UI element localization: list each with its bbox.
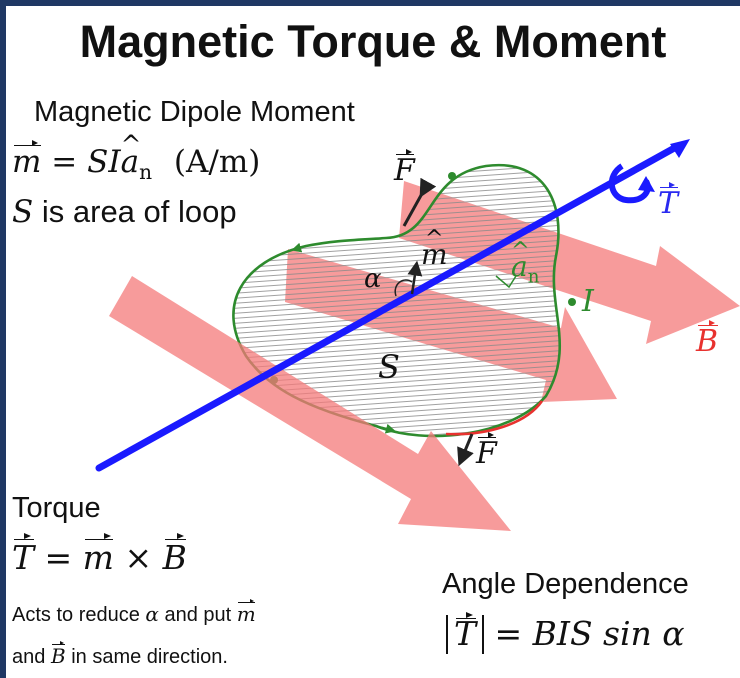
current-marker xyxy=(568,298,576,306)
torque-axis xyxy=(95,142,682,472)
eq-SI: SI xyxy=(87,144,121,180)
eq-a-sub: n xyxy=(139,160,153,185)
torque-note-1: Acts to reduce α and put m xyxy=(12,599,256,626)
angle-heading: Angle Dependence xyxy=(442,568,689,600)
force-arrow-top xyxy=(402,177,437,227)
eq-a-hat: a xyxy=(121,130,140,180)
label-F-top: F xyxy=(394,148,415,188)
angle-equation: T = BIS sin α xyxy=(446,612,685,654)
s-text: is area of loop xyxy=(41,194,237,229)
m-vector: m xyxy=(12,139,42,180)
label-F-bottom: F xyxy=(476,431,497,471)
dipole-equation: m = SIan (A/m) xyxy=(12,130,261,185)
label-alpha: α xyxy=(364,264,382,294)
equals-sign: = xyxy=(51,144,78,180)
label-B: B xyxy=(696,319,719,359)
slide-title: Magnetic Torque & Moment xyxy=(79,16,667,67)
torque-note-2: and B in same direction. xyxy=(12,641,228,668)
field-arrow-bottom xyxy=(109,276,511,531)
angle-arc xyxy=(394,279,413,297)
slide: Magnetic Torque & Moment Magnetic Dipole… xyxy=(6,6,740,678)
current-direction-arrow-1 xyxy=(291,242,307,253)
units: (A/m) xyxy=(173,144,261,180)
label-m-hat: m xyxy=(421,226,448,271)
loop-diagram xyxy=(95,139,740,531)
moment-arrow xyxy=(407,260,423,295)
label-a-n: an xyxy=(511,238,539,288)
force-arrow-bottom xyxy=(457,433,474,467)
abs-T: T xyxy=(446,612,485,654)
area-line: S is area of loop xyxy=(12,194,237,230)
current-direction-arrow-2 xyxy=(375,423,396,434)
dipole-heading: Magnetic Dipole Moment xyxy=(34,96,355,128)
s-symbol: S xyxy=(12,194,34,230)
torque-heading: Torque xyxy=(12,492,101,524)
label-I: I xyxy=(582,284,594,319)
label-S: S xyxy=(378,348,400,386)
label-T: T xyxy=(658,181,679,221)
torque-equation: T = m × B xyxy=(12,533,187,577)
